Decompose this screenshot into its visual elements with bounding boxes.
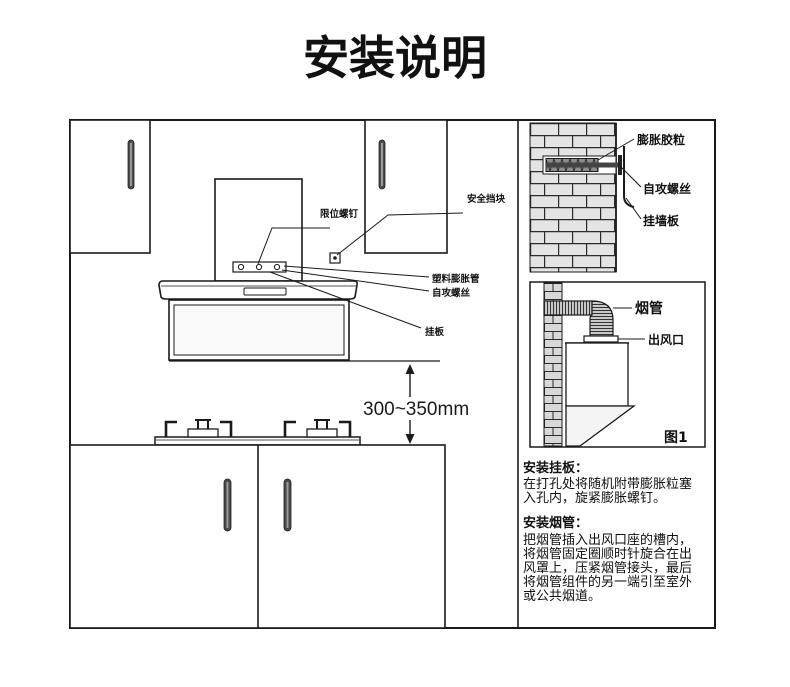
instruction-heading-plate: 安装挂板： — [523, 460, 588, 476]
kitchen-elevation: 300~350mm — [69, 119, 506, 629]
burner-body — [306, 428, 338, 438]
hood-control-panel — [243, 287, 287, 296]
instructions: 安装挂板： 在打孔处将随机附带膨胀粒塞 入孔内，旋紧膨胀螺钉。 安装烟管： 把烟… — [523, 460, 692, 604]
screw-icon — [237, 263, 245, 271]
screw-shaft — [546, 162, 618, 168]
cabinet-door — [69, 119, 151, 254]
instruction-line: 在打孔处将随机附带膨胀粒塞 — [523, 476, 692, 492]
burner-cap — [195, 419, 211, 429]
page-title: 安装说明 — [303, 31, 487, 85]
label-wall-plate: 挂墙板 — [643, 213, 680, 228]
handle-highlight — [286, 482, 289, 528]
instruction-line: 将烟管组件的另一端引至室外 — [523, 574, 692, 590]
height-dimension: 300~350mm — [360, 364, 480, 444]
hood-glass-panel — [565, 405, 636, 447]
arrow-up-icon — [405, 364, 415, 374]
label-self-tapping-screw: 自攻螺丝 — [432, 287, 471, 299]
dimension-label-bg — [360, 397, 480, 420]
hood-body — [565, 342, 629, 407]
safety-block-screw — [333, 256, 337, 260]
instruction-line: 把烟管插入出风口座的槽内， — [523, 532, 692, 548]
upper-cabinet-right — [364, 119, 448, 254]
label-hanging-plate: 挂板 — [425, 326, 445, 338]
leader-plastic-tube — [283, 265, 430, 278]
cabinet-door — [364, 119, 448, 254]
hood-glass-inner — [173, 304, 345, 356]
figure-label: 图1 — [664, 430, 688, 446]
air-outlet-flange — [583, 335, 619, 343]
label-expansion-plug: 膨胀胶粒 — [636, 132, 685, 147]
handle-highlight — [130, 143, 132, 186]
screw-icon — [255, 263, 263, 271]
leader-safety-block — [336, 212, 464, 256]
leader-expansion-plug — [597, 138, 635, 161]
pan-support — [220, 420, 233, 437]
arrow-down-icon — [405, 434, 415, 444]
handle-highlight — [381, 143, 383, 186]
instruction-line: 将烟管固定圈顺时针旋合在出 — [523, 547, 692, 562]
label-limit-screw: 限位螺钉 — [320, 208, 359, 220]
label-safety-block: 安全挡块 — [467, 193, 506, 205]
leader-self-tapping-screw — [619, 165, 642, 188]
screw-head-icon — [618, 155, 622, 175]
dimension-label: 300~350mm — [363, 399, 469, 420]
instruction-line: 或公共烟道。 — [523, 589, 601, 604]
pan-support — [164, 420, 177, 437]
label-self-tapping-screw: 自攻螺丝 — [643, 181, 691, 196]
burner-body — [187, 428, 219, 438]
label-plastic-expansion-tube: 塑料膨胀管 — [432, 273, 480, 285]
flue-detail: 烟管 出风口 图1 — [529, 281, 706, 448]
leader-wall-plate — [625, 197, 642, 220]
leader-self-tapping-screw — [281, 269, 430, 292]
instruction-line: 风罩上，压紧烟管接头，最后 — [523, 560, 692, 576]
lower-cabinets — [69, 444, 446, 629]
upper-cabinet-left — [69, 119, 151, 254]
instruction-heading-flue: 安装烟管： — [523, 515, 588, 531]
brick-wall — [529, 122, 617, 273]
gas-stove — [154, 419, 361, 446]
mounting-plate — [232, 261, 287, 273]
pan-support — [283, 420, 296, 437]
handle-highlight — [226, 482, 229, 528]
wall-plate-icon — [623, 146, 635, 208]
stove-base — [154, 436, 361, 446]
instruction-line: 入孔内，旋紧膨胀螺钉。 — [523, 490, 666, 506]
pan-support — [339, 420, 352, 437]
burner-left — [164, 419, 233, 438]
leader-hanging-plate — [269, 271, 422, 329]
safety-block — [329, 252, 341, 264]
leader-limit-screw — [257, 227, 330, 265]
wall-fixing-detail: 膨胀胶粒 自攻螺丝 挂墙板 — [529, 122, 691, 273]
label-air-outlet: 出风口 — [648, 332, 684, 347]
burner-right — [283, 419, 352, 438]
brick-column — [543, 282, 563, 447]
range-hood — [158, 280, 358, 361]
screw-icon — [273, 263, 281, 271]
label-flue-pipe: 烟管 — [635, 300, 663, 317]
burner-cap — [314, 419, 330, 429]
flue-pipe-icon — [543, 300, 593, 316]
